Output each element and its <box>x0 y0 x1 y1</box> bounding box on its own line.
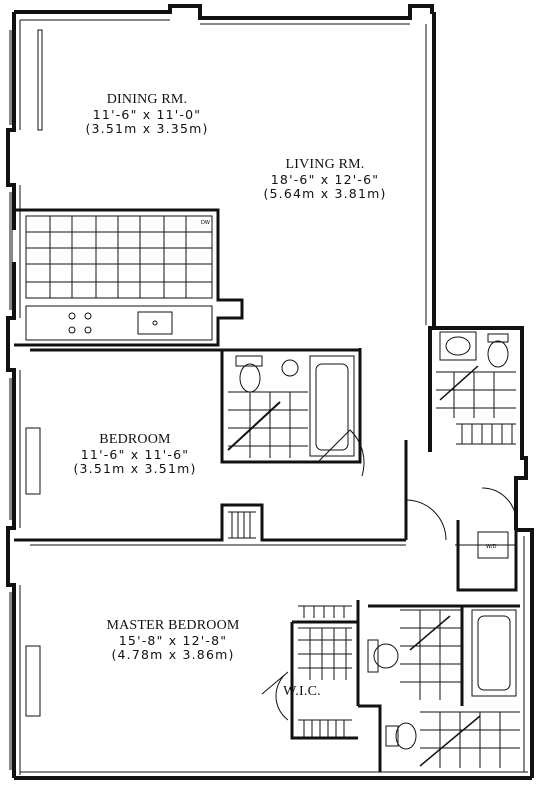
bath2-wall <box>430 326 528 530</box>
bath2-fixtures <box>436 331 516 445</box>
dishwasher-label: DW <box>201 220 210 226</box>
right-wall <box>428 12 436 452</box>
living-room-dim-imperial: 18'-6" x 12'-6" <box>270 172 380 188</box>
bedroom-dim-metric: (3.51m x 3.51m) <box>73 461 197 477</box>
kitchen-counters <box>25 215 213 341</box>
windows <box>9 29 43 770</box>
bedroom-top-wall <box>30 348 362 352</box>
left-wall <box>6 12 16 778</box>
living-room-dim-metric: (5.64m x 3.81m) <box>263 186 387 202</box>
closet-shelves <box>228 511 352 738</box>
washer-dryer-label: W/D <box>486 544 497 550</box>
master-bedroom-label: MASTER BEDROOM 15'-8" x 12'-8" (4.78m x … <box>78 618 268 663</box>
exterior-walls <box>6 4 534 780</box>
bedroom-right-wall <box>358 430 408 540</box>
bedroom-dim-imperial: 11'-6" x 11'-6" <box>80 447 190 463</box>
master-bath-fixtures <box>367 609 520 768</box>
master-bedroom-dim-imperial: 15'-8" x 12'-8" <box>118 633 228 649</box>
top-wall-inner <box>20 19 410 25</box>
master-bath-wall <box>356 600 520 772</box>
dining-room-dim-metric: (3.51m x 3.35m) <box>85 121 209 137</box>
lower-right-wall <box>516 528 534 778</box>
top-wall <box>14 4 434 20</box>
kitchen-wall <box>14 208 244 347</box>
master-bedroom-dim-metric: (4.78m x 3.86m) <box>111 647 235 663</box>
bedroom-label: BEDROOM 11'-6" x 11'-6" (3.51m x 3.51m) <box>50 432 220 477</box>
doors <box>261 429 517 721</box>
bath1-wall <box>220 350 362 464</box>
washer-dryer <box>477 531 509 559</box>
master-bedroom-name: MASTER BEDROOM <box>106 618 240 633</box>
living-room-name: LIVING RM. <box>285 157 365 172</box>
bath1-fixtures <box>227 355 355 458</box>
dining-room-dim-imperial: 11'-6" x 11'-0" <box>92 107 202 123</box>
wd-closet-wall <box>456 520 518 592</box>
dining-room-label: DINING RM. 11'-6" x 11'-0" (3.51m x 3.35… <box>62 92 232 137</box>
bedroom-name: BEDROOM <box>99 432 171 447</box>
wic-label: W.I.C. <box>283 684 321 699</box>
interior-walls <box>14 208 520 772</box>
wic-wall <box>290 620 358 740</box>
bedroom-bottom-wall <box>14 503 406 542</box>
living-room-label: LIVING RM. 18'-6" x 12'-6" (5.64m x 3.81… <box>240 157 410 202</box>
dining-room-name: DINING RM. <box>106 92 188 107</box>
